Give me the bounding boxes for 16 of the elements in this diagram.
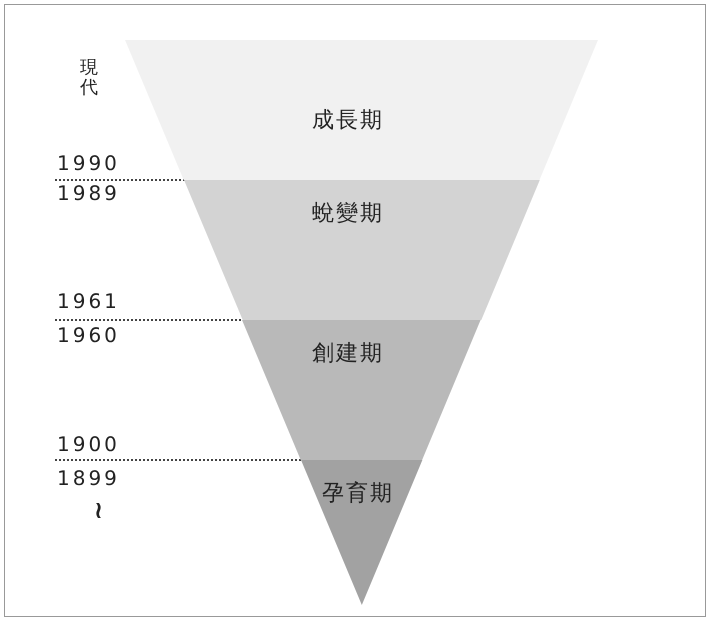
year-label: 1960 (57, 325, 120, 345)
stage-label: 蛻變期 (312, 200, 384, 228)
stage-label: 孕育期 (322, 480, 394, 508)
year-label: 1899 (57, 468, 120, 488)
funnel-band (301, 460, 423, 605)
stage-label: 成長期 (312, 107, 384, 135)
year-label: 1900 (57, 434, 120, 454)
year-label: 1989 (57, 183, 120, 203)
era-label: 現代 (80, 58, 98, 98)
funnel-band (125, 40, 598, 180)
funnel-band (184, 180, 540, 320)
stage-label: 創建期 (312, 340, 384, 368)
year-label: 1961 (57, 291, 120, 311)
continuation-mark: ≀ (94, 498, 106, 522)
year-label: 1990 (57, 153, 120, 173)
funnel-band (242, 320, 482, 460)
